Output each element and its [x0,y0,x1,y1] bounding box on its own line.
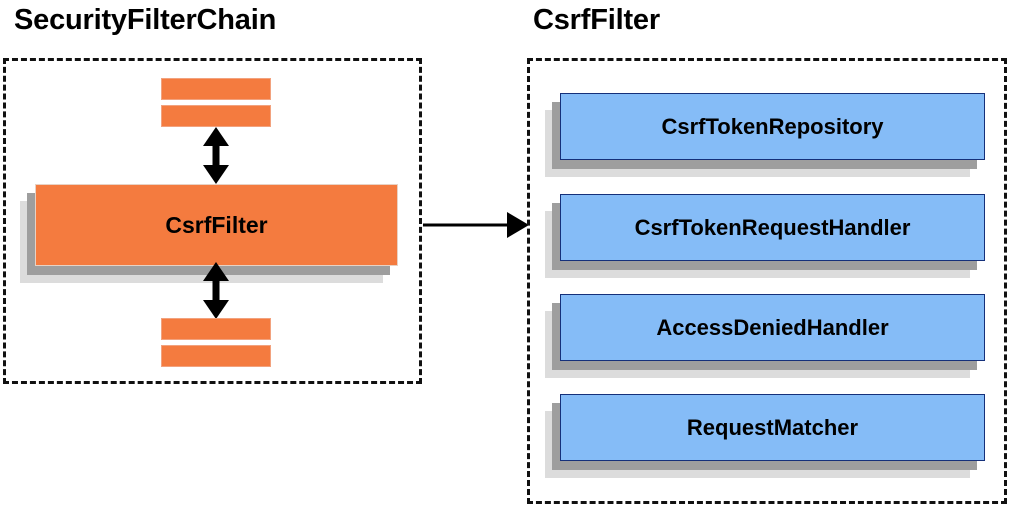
panel-title-csrf-filter: CsrfFilter [533,4,660,36]
panel-title-security-filter-chain: SecurityFilterChain [14,4,277,36]
arrow-head-up-icon [203,127,229,146]
connector-bottom-double-arrow [202,262,230,319]
node-csrf-filter-label: CsrfFilter [35,184,398,266]
panel-security-filter-chain [3,58,422,384]
node-label: AccessDeniedHandler [560,294,985,361]
connector-panel-link-arrow [423,212,529,238]
arrow-head-right-icon [507,212,529,238]
node-csrf-token-request-handler[interactable]: CsrfTokenRequestHandler [545,194,985,278]
node-label: CsrfTokenRepository [560,93,985,160]
arrow-head-down-icon [203,165,229,184]
filter-bar-below-2 [161,345,271,367]
arrow-shaft [212,278,220,303]
filter-bar-above-2 [161,105,271,127]
filter-bar-above-1 [161,78,271,100]
connector-top-double-arrow [202,127,230,184]
arrow-shaft [423,223,511,227]
node-csrf-filter[interactable]: CsrfFilter [20,184,398,283]
node-access-denied-handler[interactable]: AccessDeniedHandler [545,294,985,378]
node-label: CsrfTokenRequestHandler [560,194,985,261]
node-label: RequestMatcher [560,394,985,461]
node-request-matcher[interactable]: RequestMatcher [545,394,985,478]
node-csrf-token-repository[interactable]: CsrfTokenRepository [545,93,985,177]
filter-bar-below-1 [161,318,271,340]
arrow-head-up-icon [203,262,229,281]
panel-csrf-filter [527,58,1007,504]
arrow-head-down-icon [203,300,229,319]
arrow-shaft [212,143,220,168]
